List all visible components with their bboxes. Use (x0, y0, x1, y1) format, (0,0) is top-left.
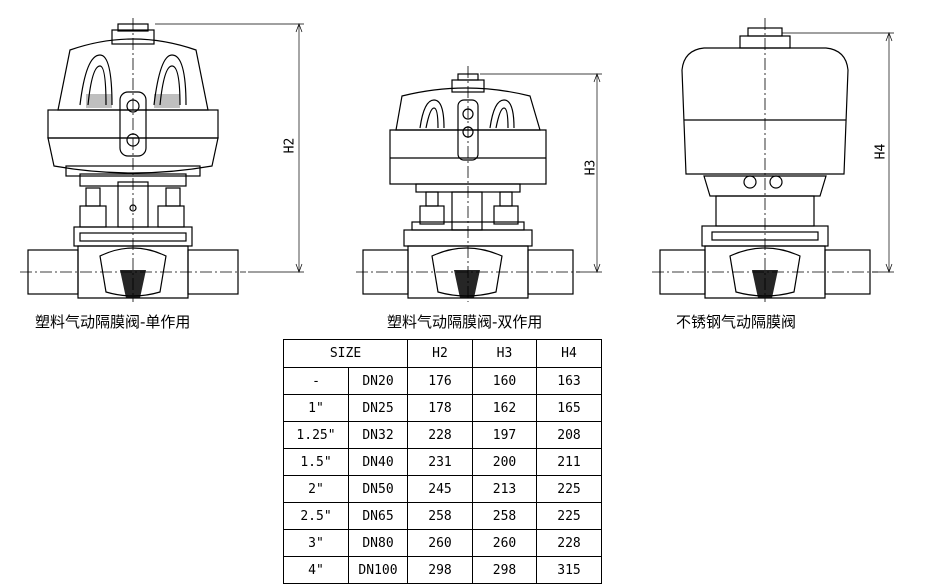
table-row: 4" DN100 298 298 315 (283, 556, 602, 584)
cell-h3: 162 (472, 394, 537, 422)
cell-h3: 258 (472, 502, 537, 530)
cell-inch: 2" (283, 475, 349, 503)
cell-dn: DN40 (348, 448, 408, 476)
table-row: 3" DN80 260 260 228 (283, 529, 602, 557)
dimension-label-h4: H4 (873, 143, 889, 160)
cell-h4: 225 (536, 502, 602, 530)
cell-inch: 1.5" (283, 448, 349, 476)
dimension-label-h3: H3 (583, 159, 599, 176)
cell-h2: 178 (407, 394, 473, 422)
table-row: - DN20 176 160 163 (283, 367, 602, 395)
cell-inch: - (283, 367, 349, 395)
table-header-row: SIZE H2 H3 H4 (283, 339, 602, 368)
cell-dn: DN20 (348, 367, 408, 395)
cell-h4: 315 (536, 556, 602, 584)
table-row: 1" DN25 178 162 165 (283, 394, 602, 422)
cell-dn: DN65 (348, 502, 408, 530)
table-row: 2.5" DN65 258 258 225 (283, 502, 602, 530)
cell-h3: 260 (472, 529, 537, 557)
cell-h3: 298 (472, 556, 537, 584)
header-h4: H4 (536, 339, 602, 368)
header-h3: H3 (472, 339, 537, 368)
cell-dn: DN25 (348, 394, 408, 422)
size-table: SIZE H2 H3 H4 - DN20 176 160 163 1" DN25… (283, 339, 602, 584)
cell-h4: 228 (536, 529, 602, 557)
cell-h4: 225 (536, 475, 602, 503)
caption-double-acting: 塑料气动隔膜阀-双作用 (387, 313, 543, 331)
cell-inch: 2.5" (283, 502, 349, 530)
cell-h2: 231 (407, 448, 473, 476)
caption-single-acting: 塑料气动隔膜阀-单作用 (35, 313, 191, 331)
cell-dn: DN100 (348, 556, 408, 584)
cell-h2: 176 (407, 367, 473, 395)
cell-h2: 298 (407, 556, 473, 584)
cell-h3: 197 (472, 421, 537, 449)
valve-stainless-drawing (652, 18, 894, 302)
cell-dn: DN50 (348, 475, 408, 503)
cell-h4: 211 (536, 448, 602, 476)
cell-dn: DN80 (348, 529, 408, 557)
cell-h3: 213 (472, 475, 537, 503)
cell-h4: 165 (536, 394, 602, 422)
cell-h2: 228 (407, 421, 473, 449)
table-row: 1.25" DN32 228 197 208 (283, 421, 602, 449)
cell-inch: 3" (283, 529, 349, 557)
table-row: 1.5" DN40 231 200 211 (283, 448, 602, 476)
valve-single-acting-drawing (20, 18, 304, 302)
header-size: SIZE (283, 339, 408, 368)
cell-h2: 258 (407, 502, 473, 530)
table-row: 2" DN50 245 213 225 (283, 475, 602, 503)
caption-stainless: 不锈钢气动隔膜阀 (676, 313, 797, 331)
cell-h4: 208 (536, 421, 602, 449)
cell-h3: 200 (472, 448, 537, 476)
cell-h2: 245 (407, 475, 473, 503)
valve-double-acting-drawing (356, 66, 602, 302)
cell-h2: 260 (407, 529, 473, 557)
cell-dn: DN32 (348, 421, 408, 449)
cell-inch: 4" (283, 556, 349, 584)
cell-inch: 1.25" (283, 421, 349, 449)
header-h2: H2 (407, 339, 473, 368)
cell-h3: 160 (472, 367, 537, 395)
dimension-label-h2: H2 (282, 137, 298, 154)
cell-inch: 1" (283, 394, 349, 422)
cell-h4: 163 (536, 367, 602, 395)
